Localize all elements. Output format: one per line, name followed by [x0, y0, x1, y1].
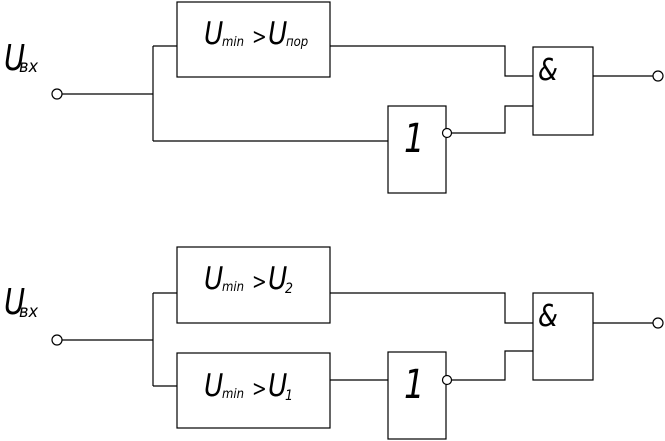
input-terminal — [51, 334, 63, 346]
comparator-lhs-subscript: min — [222, 386, 244, 401]
and-gate-box — [532, 292, 594, 381]
comparator-operator: > — [252, 269, 267, 294]
circuit-window: U вх U min > U 2 U min > U 1 1 & — [4, 246, 664, 440]
comparator-lhs-subscript: min — [222, 279, 244, 294]
and-gate-label: & — [538, 298, 558, 334]
input-label-symbol: U — [4, 281, 25, 323]
circuit-threshold: U вх U min > U пор 1 & — [4, 1, 664, 194]
comparator-box-lower — [176, 352, 331, 429]
inverter-label: 1 — [404, 360, 424, 407]
comparator-rhs-subscript: пор — [286, 34, 308, 49]
wire-inverter-to-and — [451, 105, 533, 134]
output-terminal — [652, 70, 664, 82]
comparator-lhs: U — [204, 260, 223, 297]
comparator-rhs: U — [268, 260, 287, 297]
comparator-box — [176, 1, 331, 78]
comparator-lhs-subscript: min — [222, 34, 244, 49]
comparator-rhs: U — [268, 15, 287, 52]
wire-comparator-upper-to-and — [330, 292, 533, 324]
input-label-subscript: вх — [19, 57, 38, 76]
comparator-rhs-subscript: 1 — [285, 388, 293, 404]
comparator-operator: > — [252, 24, 267, 49]
inversion-bubble — [441, 374, 453, 386]
wire-comparator-to-and — [330, 45, 533, 77]
comparator-rhs-subscript: 2 — [285, 281, 293, 297]
comparator-lhs: U — [204, 15, 223, 52]
output-terminal — [652, 317, 664, 329]
input-label-symbol: U — [4, 37, 25, 79]
and-gate-label: & — [538, 52, 558, 88]
wire-inverter-to-and — [451, 350, 533, 381]
input-label-subscript: вх — [19, 302, 38, 321]
inversion-bubble — [441, 127, 453, 139]
comparator-rhs: U — [268, 367, 287, 404]
and-gate-box — [532, 46, 594, 136]
inverter-box — [387, 351, 447, 440]
inverter-label: 1 — [404, 114, 424, 161]
comparator-operator: > — [252, 376, 267, 401]
comparator-box-upper — [176, 246, 331, 324]
inverter-box — [387, 105, 447, 194]
input-terminal — [51, 88, 63, 100]
comparator-lhs: U — [204, 367, 223, 404]
